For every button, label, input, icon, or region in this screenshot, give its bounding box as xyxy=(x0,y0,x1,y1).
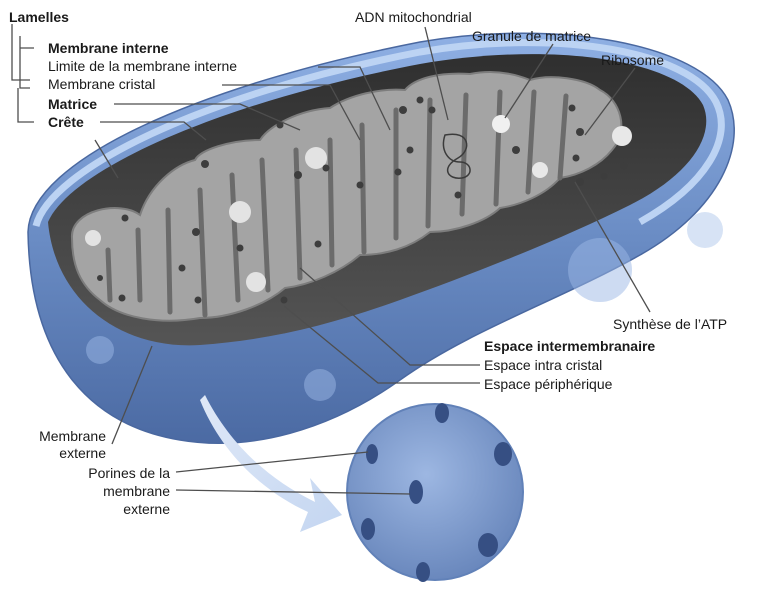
label-granule-de-matrice: Granule de matrice xyxy=(472,28,591,44)
label-synthese-atp: Synthèse de l’ATP xyxy=(613,316,727,332)
label-espace-intermembranaire: Espace intermembranaire xyxy=(484,338,655,354)
label-membrane-cristal: Membrane cristal xyxy=(48,76,155,92)
label-membrane-externe-line1: Membrane xyxy=(10,428,106,444)
outer-membrane-zoom-circle xyxy=(347,404,523,580)
label-limite-membrane-interne: Limite de la membrane interne xyxy=(48,58,237,74)
label-porines-line3: externe xyxy=(30,501,170,517)
label-membrane-externe-line2: externe xyxy=(10,445,106,461)
label-crete: Crête xyxy=(48,114,84,130)
label-espace-intra-cristal: Espace intra cristal xyxy=(484,357,602,373)
label-espace-peripherique: Espace périphérique xyxy=(484,376,612,392)
label-ribosome: Ribosome xyxy=(601,52,664,68)
label-membrane-interne: Membrane interne xyxy=(48,40,169,56)
label-matrice: Matrice xyxy=(48,96,97,112)
label-lamelles: Lamelles xyxy=(9,9,69,25)
label-porines-line2: membrane xyxy=(30,483,170,499)
label-porines-line1: Porines de la xyxy=(30,465,170,481)
label-adn-mitochondrial: ADN mitochondrial xyxy=(355,9,472,25)
